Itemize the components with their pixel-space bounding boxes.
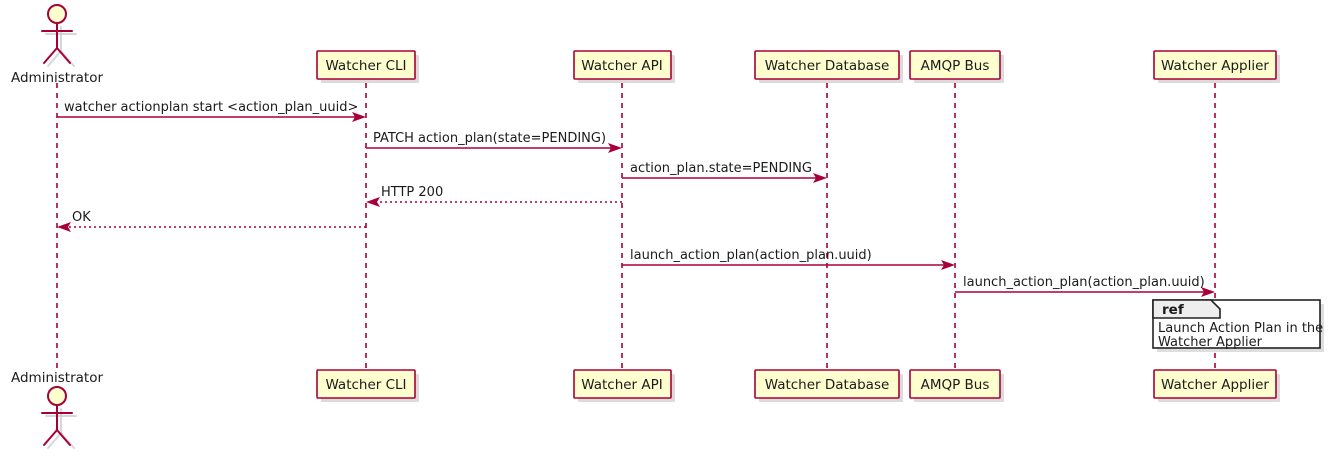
actor-administrator-top[interactable]: Administrator: [11, 4, 103, 86]
participant-box[interactable]: [1153, 50, 1277, 80]
message-2-patch-action-plan[interactable]: PATCH action_plan(state=PENDING): [366, 131, 622, 153]
participant-watcher-api-bottom[interactable]: Watcher API: [573, 369, 675, 402]
message-6-launch-action-plan-api-to-bus[interactable]: launch_action_plan(action_plan.uuid): [622, 248, 955, 270]
message-label-4: HTTP 200: [381, 185, 443, 200]
participant-label-amqp-bus-top: AMQP Bus: [921, 58, 990, 74]
message-3-action-plan-state-pending[interactable]: action_plan.state=PENDING: [622, 161, 827, 183]
message-5-ok[interactable]: OK: [57, 210, 366, 232]
participant-watcher-applier-top[interactable]: Watcher Applier: [1153, 50, 1280, 83]
participant-box[interactable]: [573, 369, 672, 399]
actor-head-icon: [47, 386, 67, 406]
actor-head-icon: [47, 4, 67, 24]
actor-shadow-bottom: [45, 408, 77, 449]
arrowhead-right-icon: [941, 260, 955, 270]
actor-leg-left-icon: [43, 429, 58, 446]
message-label-7: launch_action_plan(action_plan.uuid): [963, 275, 1205, 290]
arrowhead-right-icon: [813, 173, 827, 183]
participant-label-amqp-bus-bottom: AMQP Bus: [921, 377, 990, 393]
message-label-3: action_plan.state=PENDING: [630, 161, 812, 176]
participant-amqp-bus-bottom[interactable]: AMQP Bus: [909, 369, 1004, 402]
participant-watcher-api-top[interactable]: Watcher API: [573, 50, 675, 83]
participant-label-watcher-database-bottom: Watcher Database: [765, 377, 890, 393]
participant-label-watcher-database-top: Watcher Database: [765, 58, 890, 74]
participant-label-watcher-cli-top: Watcher CLI: [325, 58, 406, 74]
message-1-watcher-actionplan-start[interactable]: watcher actionplan start <action_plan_uu…: [57, 100, 366, 122]
arrowhead-right-icon: [1201, 287, 1215, 297]
participant-watcher-database-bottom[interactable]: Watcher Database: [754, 369, 903, 402]
actor-shadow-top: [45, 26, 77, 67]
arrowhead-right-icon: [608, 143, 622, 153]
message-7-launch-action-plan-bus-to-applier[interactable]: launch_action_plan(action_plan.uuid): [955, 275, 1215, 297]
actor-leg-left-icon: [43, 47, 58, 64]
participant-box[interactable]: [754, 50, 900, 80]
participant-box[interactable]: [909, 369, 1001, 399]
ref-frame[interactable]: ref Launch Action Plan in the Watcher Ap…: [1152, 299, 1324, 352]
actor-label-administrator-bottom: Administrator: [11, 370, 103, 386]
participant-box[interactable]: [316, 369, 416, 399]
participant-box[interactable]: [909, 50, 1001, 80]
ref-frame-tab: [1152, 299, 1221, 319]
actor-label-administrator-top: Administrator: [11, 70, 103, 86]
message-label-1: watcher actionplan start <action_plan_uu…: [64, 100, 358, 115]
participant-label-watcher-applier-top: Watcher Applier: [1161, 58, 1269, 74]
ref-frame-tab-label: ref: [1162, 302, 1184, 318]
participant-amqp-bus-top[interactable]: AMQP Bus: [909, 50, 1004, 83]
participant-watcher-database-top[interactable]: Watcher Database: [754, 50, 903, 83]
arrowhead-right-icon: [352, 112, 366, 122]
message-label-2: PATCH action_plan(state=PENDING): [373, 131, 606, 146]
participant-label-watcher-api-bottom: Watcher API: [581, 377, 663, 393]
participant-box[interactable]: [1153, 369, 1277, 399]
arrowhead-left-icon: [57, 222, 71, 232]
ref-frame-line-2: Watcher Applier: [1158, 335, 1263, 350]
participant-watcher-applier-bottom[interactable]: Watcher Applier: [1153, 369, 1280, 402]
ref-frame-line-1: Launch Action Plan in the: [1158, 321, 1323, 336]
participant-label-watcher-applier-bottom: Watcher Applier: [1161, 377, 1269, 393]
actor-leg-right-icon: [56, 47, 71, 64]
participant-box[interactable]: [573, 50, 672, 80]
participant-label-watcher-api-top: Watcher API: [581, 58, 663, 74]
actor-leg-right-icon: [56, 429, 71, 446]
participant-watcher-cli-bottom[interactable]: Watcher CLI: [316, 369, 419, 402]
participant-label-watcher-cli-bottom: Watcher CLI: [325, 377, 406, 393]
message-label-6: launch_action_plan(action_plan.uuid): [630, 248, 872, 263]
participant-box[interactable]: [316, 50, 416, 80]
message-label-5: OK: [72, 210, 91, 225]
actor-administrator-bottom[interactable]: Administrator: [11, 370, 103, 449]
participant-watcher-cli-top[interactable]: Watcher CLI: [316, 50, 419, 83]
message-4-http-200[interactable]: HTTP 200: [366, 185, 622, 207]
participant-box[interactable]: [754, 369, 900, 399]
arrowhead-left-icon: [366, 197, 380, 207]
